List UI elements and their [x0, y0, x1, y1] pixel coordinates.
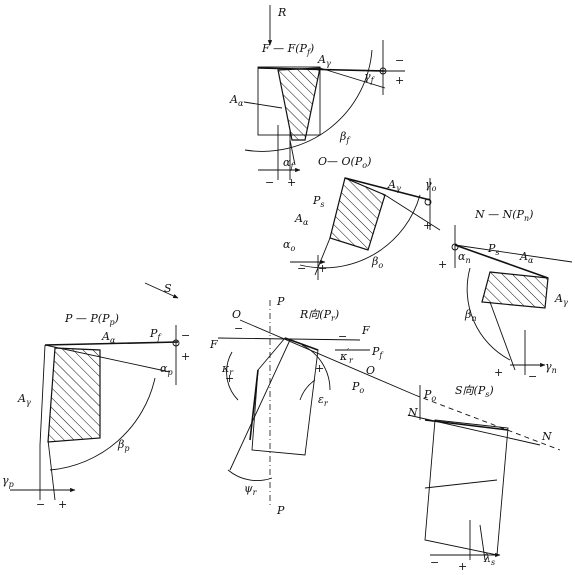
r-psi: ψr — [244, 482, 258, 497]
nn-a-gamma: Aγ — [554, 292, 568, 307]
r-kappa: κr — [221, 362, 234, 377]
nn-plus-b: + — [494, 366, 503, 379]
nn-alpha: αn — [458, 250, 471, 265]
s-caption: S向(Ps) — [455, 384, 494, 399]
ff-a-gamma: Aγ — [317, 53, 331, 68]
r-eps: εr — [318, 393, 329, 408]
r-pf: Pf — [371, 345, 384, 360]
view-oo: O— O(Po) Aγ Ps Aα γo αo βo − + + — [283, 155, 441, 280]
s-minus: − — [430, 556, 439, 569]
oo-beta: βo — [371, 255, 383, 270]
pp-alpha: αp — [160, 362, 173, 377]
r-minus-r: − — [338, 330, 347, 343]
r-o-mid: O — [366, 364, 375, 377]
oo-minus: − — [297, 262, 306, 275]
pp-pf: Pf — [149, 327, 162, 342]
r-caption: R向(Pr) — [299, 308, 339, 323]
s-lambda: λs — [483, 552, 495, 567]
ff-plus: + — [287, 176, 296, 189]
r-f-left: F — [209, 338, 218, 351]
ff-beta: βf — [339, 130, 351, 145]
pp-plus-r: + — [181, 350, 190, 363]
ff-alpha: αf — [283, 156, 295, 171]
s-po: Po — [423, 388, 436, 403]
view-s: S向(Ps) Po N N λs + − — [407, 384, 552, 573]
s-plus: + — [458, 560, 467, 573]
r-plus-r: + — [315, 362, 324, 375]
pp-a-gamma: Aγ — [17, 392, 31, 407]
r-p-top: P — [276, 295, 285, 308]
oo-a-gamma: Aγ — [387, 178, 401, 193]
oo-plus: + — [318, 262, 327, 275]
ff-minus-r: − — [395, 54, 404, 67]
oo-ps: Ps — [312, 194, 325, 209]
oo-caption: O— O(Po) — [318, 155, 371, 170]
ff-caption: F — F(Pf) — [261, 42, 314, 57]
r-kappa-prime: κ′r — [339, 347, 354, 365]
pp-minus: − — [36, 498, 45, 511]
ff-r-label: R — [277, 6, 286, 19]
oo-gamma: γo — [425, 178, 437, 193]
view-nn: N — N(Pn) Ps αn Aα Aγ βn γn + + − — [438, 208, 573, 383]
pp-minus-r: − — [181, 329, 190, 342]
pp-beta: βp — [117, 438, 129, 453]
s-n-left: N — [407, 406, 418, 419]
pp-plus: + — [58, 498, 67, 511]
ff-a-alpha: Aα — [229, 93, 244, 108]
view-r: P P R向(Pr) O O F F Pf κr κ′r εr Po ψr + … — [209, 295, 561, 517]
nn-caption: N — N(Pn) — [474, 208, 533, 223]
ff-minus: − — [265, 176, 274, 189]
nn-minus-b: − — [528, 370, 537, 383]
nn-ps: Ps — [487, 242, 500, 257]
r-minus-l: − — [234, 322, 243, 335]
oo-plus-r: + — [423, 219, 432, 232]
pp-caption: P — P(Pp) — [64, 312, 119, 327]
pp-gamma: γp — [2, 474, 14, 489]
r-f-right: F — [361, 324, 370, 337]
view-pp: S P — P(Pp) Aα Pf αp Aγ βp γp − + − + — [2, 282, 190, 511]
nn-plus: + — [438, 258, 447, 271]
nn-gamma: γn — [545, 360, 557, 375]
pp-a-alpha: Aα — [101, 330, 116, 345]
nn-a-alpha: Aα — [519, 250, 534, 265]
nn-beta: βn — [464, 308, 477, 323]
ff-plus-r: + — [395, 74, 404, 87]
ff-gamma: γf — [364, 70, 376, 85]
r-po: Po — [351, 380, 364, 395]
r-plus-l: + — [225, 372, 234, 385]
r-p-bottom: P — [276, 504, 285, 517]
s-n-right: N — [541, 430, 552, 443]
oo-a-alpha: Aα — [294, 212, 309, 227]
view-ff: R F — F(Pf) Aγ Aα γf βf αf − + − + — [229, 5, 405, 189]
oo-alpha: αo — [283, 238, 295, 253]
r-o-top: O — [232, 308, 241, 321]
pp-s-label: S — [164, 282, 172, 295]
